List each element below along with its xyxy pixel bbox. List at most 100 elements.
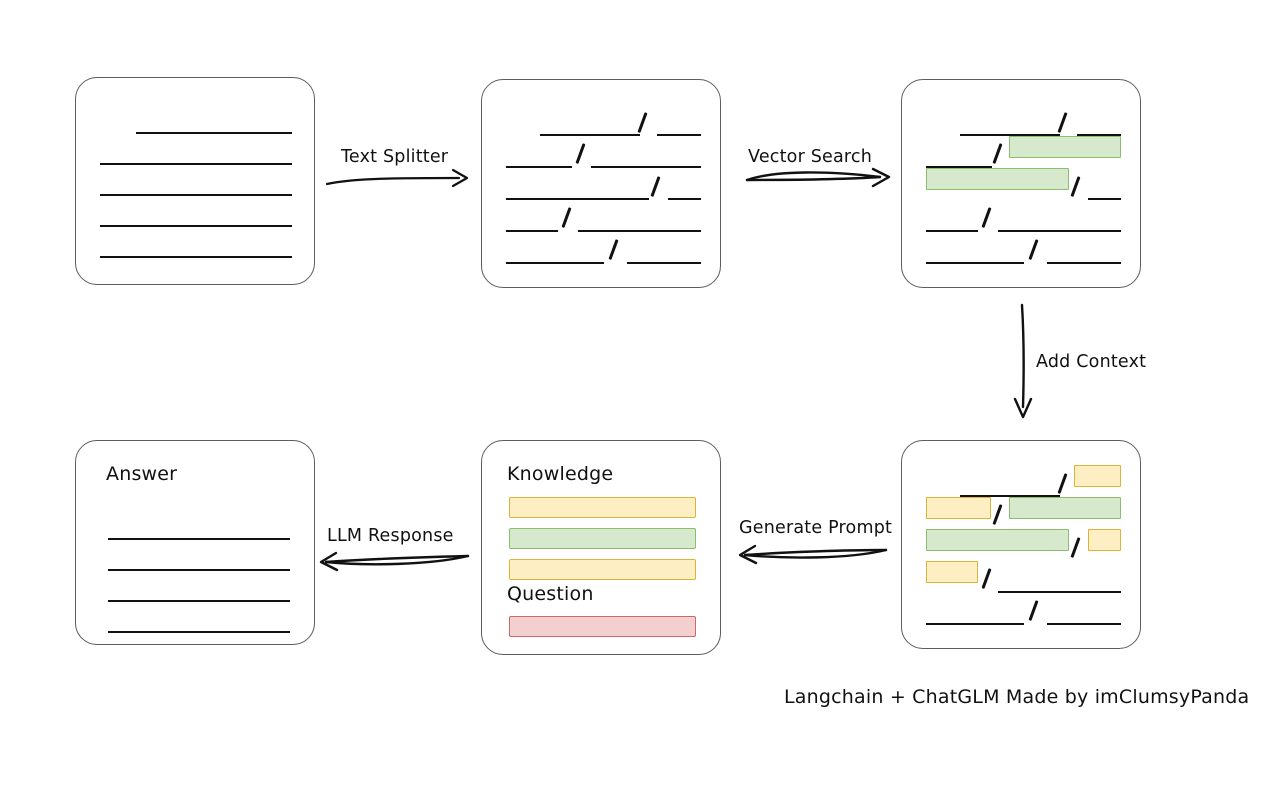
text-segment bbox=[100, 193, 292, 196]
text-segment bbox=[108, 599, 290, 602]
vector-matched-lines bbox=[902, 80, 1140, 287]
matched-chunk-highlight bbox=[1009, 136, 1121, 158]
split-slash bbox=[1070, 537, 1081, 558]
split-slash bbox=[1028, 600, 1039, 621]
text-segment bbox=[506, 165, 572, 168]
text-segment bbox=[926, 165, 992, 168]
doc-line bbox=[76, 526, 316, 540]
doc-line bbox=[902, 465, 1142, 497]
doc-line bbox=[76, 244, 316, 258]
arrow-generate-prompt bbox=[738, 544, 888, 565]
text-segment bbox=[136, 131, 292, 134]
matched-chunk-highlight bbox=[926, 529, 1069, 551]
text-segment bbox=[998, 590, 1121, 593]
edge-label-add-context: Add Context bbox=[1036, 352, 1147, 372]
context-chunk-highlight bbox=[926, 497, 991, 519]
node-split-document[interactable] bbox=[481, 79, 721, 288]
text-segment bbox=[540, 133, 640, 136]
doc-line bbox=[482, 207, 722, 232]
knowledge-label: Knowledge bbox=[507, 463, 614, 485]
source-document-lines bbox=[76, 78, 314, 284]
doc-line bbox=[902, 136, 1142, 168]
arrow-llm-response bbox=[319, 551, 470, 572]
text-segment bbox=[1047, 622, 1121, 625]
text-segment bbox=[108, 568, 290, 571]
split-slash bbox=[981, 568, 992, 589]
text-segment bbox=[578, 229, 701, 232]
matched-chunk-highlight bbox=[1009, 497, 1121, 519]
question-bar bbox=[509, 616, 696, 637]
text-segment bbox=[926, 261, 1024, 264]
node-prompt-card[interactable]: Knowledge Question bbox=[481, 440, 721, 655]
text-segment bbox=[998, 229, 1121, 232]
split-slash bbox=[1057, 112, 1068, 133]
arrow-vector-search bbox=[745, 167, 891, 188]
doc-line bbox=[482, 143, 722, 168]
edge-label-generate-prompt: Generate Prompt bbox=[739, 518, 893, 538]
text-segment bbox=[506, 229, 558, 232]
arrow-add-context bbox=[1013, 303, 1033, 419]
text-segment bbox=[100, 162, 292, 165]
text-segment bbox=[108, 630, 290, 633]
knowledge-chunk-bar bbox=[509, 497, 696, 518]
answer-card-body: Answer bbox=[76, 441, 314, 644]
split-slash bbox=[992, 504, 1003, 525]
arrow-text-splitter bbox=[325, 168, 469, 188]
text-segment bbox=[1088, 197, 1121, 200]
text-segment bbox=[960, 133, 1060, 136]
doc-line bbox=[482, 112, 722, 136]
knowledge-chunk-bar bbox=[509, 528, 696, 549]
doc-line bbox=[76, 588, 316, 602]
edge-label-llm-response: LLM Response bbox=[327, 526, 454, 546]
split-slash bbox=[637, 112, 648, 133]
split-document-lines bbox=[482, 80, 720, 287]
doc-line bbox=[902, 207, 1142, 232]
split-slash bbox=[561, 207, 572, 228]
doc-line bbox=[902, 168, 1142, 200]
doc-line bbox=[902, 600, 1142, 625]
doc-line bbox=[482, 176, 722, 200]
node-answer-card[interactable]: Answer bbox=[75, 440, 315, 645]
split-slash bbox=[575, 143, 586, 164]
text-segment bbox=[591, 165, 701, 168]
doc-line bbox=[76, 213, 316, 227]
matched-chunk-highlight bbox=[926, 168, 1069, 190]
doc-line bbox=[76, 619, 316, 633]
question-label: Question bbox=[507, 583, 594, 605]
text-segment bbox=[1047, 261, 1121, 264]
edge-label-vector-search: Vector Search bbox=[748, 147, 873, 167]
split-slash bbox=[1028, 239, 1039, 260]
split-slash bbox=[1070, 176, 1081, 197]
text-segment bbox=[657, 133, 701, 136]
text-segment bbox=[627, 261, 701, 264]
text-segment bbox=[960, 494, 1060, 497]
doc-line bbox=[482, 239, 722, 264]
footer-credit: Langchain + ChatGLM Made by imClumsyPand… bbox=[784, 686, 1250, 708]
context-chunk-highlight bbox=[1088, 529, 1121, 551]
prompt-card-body: Knowledge Question bbox=[482, 441, 720, 654]
text-segment bbox=[926, 229, 978, 232]
node-source-document[interactable] bbox=[75, 77, 315, 285]
text-segment bbox=[100, 255, 292, 258]
knowledge-chunk-bar bbox=[509, 559, 696, 580]
text-segment bbox=[100, 224, 292, 227]
doc-line bbox=[902, 497, 1142, 529]
text-segment bbox=[108, 537, 290, 540]
split-slash bbox=[608, 239, 619, 260]
node-vector-matched-document[interactable] bbox=[901, 79, 1141, 288]
doc-line bbox=[902, 529, 1142, 561]
doc-line bbox=[902, 561, 1142, 593]
answer-heading: Answer bbox=[106, 463, 178, 485]
node-context-document[interactable] bbox=[901, 440, 1141, 649]
text-segment bbox=[1077, 133, 1121, 136]
split-slash bbox=[1057, 473, 1068, 494]
context-document-lines bbox=[902, 441, 1140, 648]
text-segment bbox=[506, 261, 604, 264]
text-segment bbox=[668, 197, 701, 200]
text-segment bbox=[506, 197, 649, 200]
doc-line bbox=[76, 557, 316, 571]
doc-line bbox=[76, 120, 316, 134]
split-slash bbox=[650, 176, 661, 197]
doc-line bbox=[902, 239, 1142, 264]
